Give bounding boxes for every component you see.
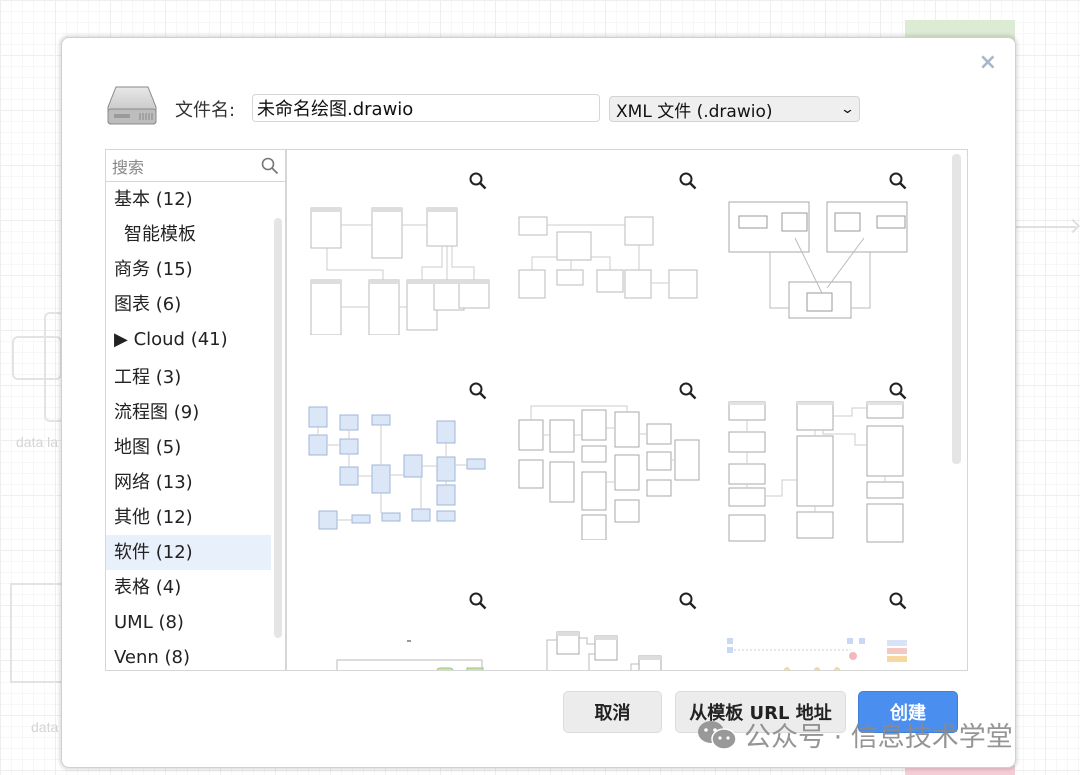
from-template-url-button[interactable]: 从模板 URL 地址 (675, 691, 846, 733)
zoom-preview-icon[interactable] (679, 172, 697, 190)
category-venn[interactable]: Venn (8) (114, 647, 191, 668)
canvas-arrow (1016, 226, 1076, 228)
close-icon[interactable]: × (978, 50, 997, 75)
template-thumb[interactable] (507, 580, 712, 670)
format-select[interactable]: XML 文件 (.drawio) ⌄ (609, 96, 860, 122)
template-thumb[interactable] (717, 370, 922, 570)
category-charts[interactable]: 图表 (6) (114, 294, 182, 315)
cancel-button[interactable]: 取消 (563, 691, 662, 733)
template-preview (727, 638, 907, 670)
canvas-box-shape (10, 583, 65, 683)
format-select-value: XML 文件 (.drawio) (616, 101, 773, 122)
category-engineering[interactable]: 工程 (3) (114, 367, 182, 388)
category-software[interactable]: 软件 (12) (106, 535, 271, 570)
category-uml[interactable]: UML (8) (114, 612, 184, 633)
canvas-pink-shape (905, 765, 1015, 775)
zoom-preview-icon[interactable] (469, 592, 487, 610)
uml-class-diagram-preview (518, 216, 698, 299)
template-thumb[interactable] (507, 370, 712, 570)
template-gallery (286, 149, 968, 671)
category-smart-templates[interactable]: 智能模板 (124, 224, 196, 245)
uml-component-diagram-preview (728, 201, 908, 319)
template-preview (336, 640, 484, 670)
canvas-label-2: data (31, 719, 59, 735)
zoom-preview-icon[interactable] (469, 172, 487, 190)
canvas-label-1: data la (16, 434, 59, 450)
template-thumb[interactable] (507, 160, 712, 360)
chevron-down-icon: ⌄ (839, 101, 856, 117)
category-flowchart[interactable]: 流程图 (9) (114, 402, 200, 423)
new-diagram-dialog: × 文件名: XML 文件 (.drawio) ⌄ 搜索 基本 (12) 智能模… (61, 37, 1016, 768)
category-business[interactable]: 商务 (15) (114, 259, 193, 280)
search-icon[interactable] (261, 157, 279, 175)
template-thumb[interactable] (297, 160, 502, 360)
template-thumb[interactable] (717, 160, 922, 360)
hard-drive-icon (107, 86, 157, 125)
template-preview (546, 631, 662, 670)
template-thumb[interactable] (297, 580, 502, 670)
database-tables-preview (728, 401, 904, 543)
zoom-preview-icon[interactable] (889, 382, 907, 400)
canvas-bracket-shape (44, 312, 64, 422)
sidebar-scrollbar[interactable] (274, 218, 282, 638)
category-list: 基本 (12) 智能模板 商务 (15) 图表 (6) ▶ Cloud (41)… (106, 182, 285, 670)
template-thumb[interactable] (297, 370, 502, 570)
uml-class-diagram-preview (310, 207, 490, 335)
category-tables[interactable]: 表格 (4) (114, 577, 182, 598)
category-sidebar: 搜索 基本 (12) 智能模板 商务 (15) 图表 (6) ▶ Cloud (… (105, 149, 286, 671)
create-button[interactable]: 创建 (858, 691, 958, 733)
filename-label: 文件名: (175, 100, 236, 121)
template-thumb[interactable] (717, 580, 922, 670)
category-cloud[interactable]: ▶ Cloud (41) (114, 329, 228, 350)
zoom-preview-icon[interactable] (469, 382, 487, 400)
category-basic[interactable]: 基本 (12) (114, 189, 193, 210)
zoom-preview-icon[interactable] (679, 592, 697, 610)
zoom-preview-icon[interactable] (889, 172, 907, 190)
category-network[interactable]: 网络 (13) (114, 472, 193, 493)
zoom-preview-icon[interactable] (889, 592, 907, 610)
object-diagram-preview (518, 405, 700, 540)
search-input[interactable]: 搜索 (106, 150, 285, 182)
category-maps[interactable]: 地图 (5) (114, 437, 182, 458)
zoom-preview-icon[interactable] (679, 382, 697, 400)
gallery-scrollbar[interactable] (952, 154, 961, 464)
search-placeholder: 搜索 (112, 157, 145, 177)
er-diagram-preview (308, 406, 486, 530)
filename-input[interactable] (252, 94, 600, 122)
category-other[interactable]: 其他 (12) (114, 507, 193, 528)
